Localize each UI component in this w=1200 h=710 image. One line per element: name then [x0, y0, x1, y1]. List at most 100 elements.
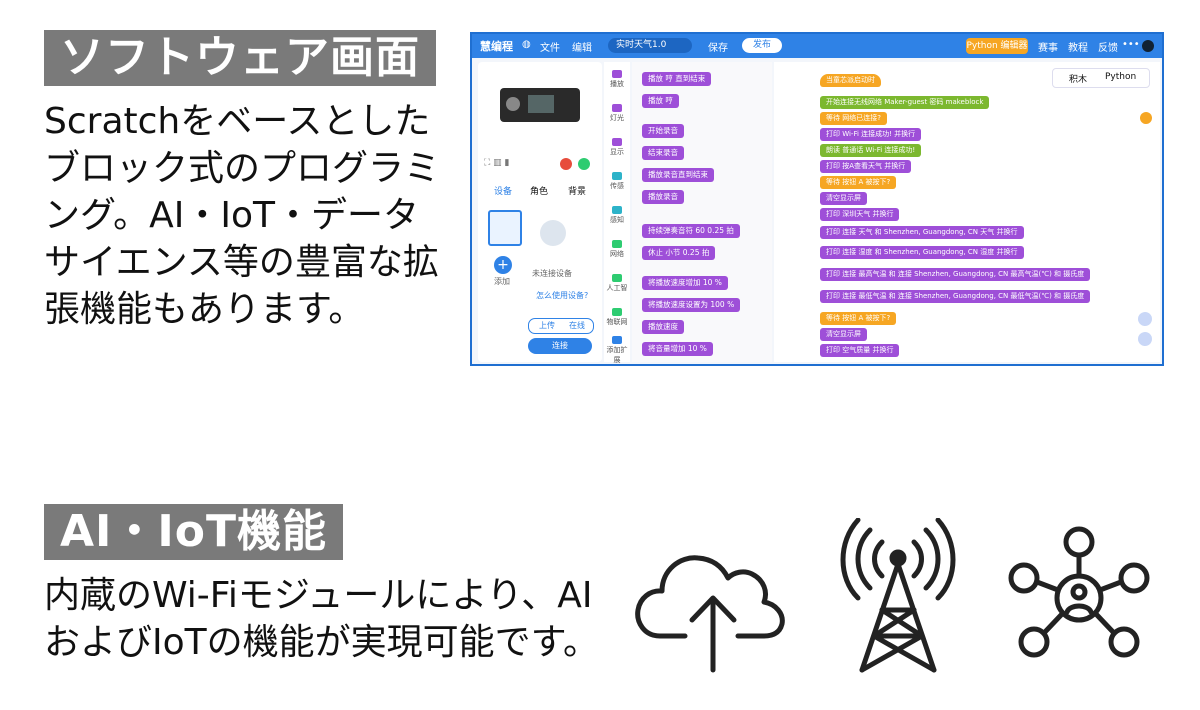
avatar[interactable]: [1142, 40, 1154, 52]
zoom-in-icon[interactable]: [1138, 312, 1152, 326]
script-block[interactable]: 开始连接无线网络 Maker-guest 密码 makeblock: [820, 96, 990, 109]
category-item[interactable]: 网络: [606, 240, 628, 259]
globe-icon[interactable]: ◍: [522, 39, 531, 50]
script-block[interactable]: 打印 Wi-Fi 连接成功! 并换行: [820, 128, 922, 141]
category-column: 播放 灯光 显示 传感 感知 网络 人工智 物联网 添加扩展: [604, 62, 630, 364]
category-item[interactable]: 人工智: [606, 274, 628, 293]
panda-mascot-icon: [540, 220, 566, 246]
palette-block[interactable]: 播放速度: [642, 320, 684, 334]
script-block[interactable]: 当童芯派启动时: [820, 74, 881, 87]
software-screenshot: 慧编程 ◍ 文件 编辑 实时天气1.0 保存 发布 Python 编辑器 赛事 …: [470, 32, 1164, 366]
hat-indicator-icon: [1140, 112, 1152, 124]
tab-blocks[interactable]: 积木: [1069, 75, 1088, 85]
palette-block[interactable]: 播放录音直到结束: [642, 168, 714, 182]
palette-block[interactable]: 播放 哼: [642, 94, 679, 108]
category-label: 传感: [610, 182, 624, 190]
block-palette: 播放 哼 直到结束 播放 哼 开始录音 结束录音 播放录音直到结束 播放录音 持…: [632, 62, 772, 362]
desc-line: Scratchをベースとした: [44, 101, 431, 142]
stage-controls[interactable]: ⛶ ▥ ▮: [484, 158, 510, 168]
save-button[interactable]: 保存: [708, 43, 728, 54]
add-label: 添加: [494, 277, 510, 286]
category-label: 显示: [610, 148, 624, 156]
code-view-tabs: 积木 Python: [1052, 68, 1150, 88]
script-block[interactable]: 打印 连接 最高气温 和 连接 Shenzhen, Guangdong, CN …: [820, 268, 1091, 281]
app-name: 慧编程: [480, 40, 513, 53]
category-item[interactable]: 灯光: [606, 104, 628, 123]
category-item[interactable]: 显示: [606, 138, 628, 157]
how-to-link[interactable]: 怎么使用设备?: [536, 291, 589, 300]
palette-block[interactable]: 持续弹奏音符 60 0.25 拍: [642, 224, 740, 238]
script-block[interactable]: 打印 连接 湿度 和 Shenzhen, Guangdong, CN 湿度 并换…: [820, 246, 1024, 259]
category-label: 灯光: [610, 114, 624, 122]
script-block[interactable]: 打印 深圳天气 并换行: [820, 208, 900, 221]
software-screen-heading: ソフトウェア画面: [44, 30, 436, 86]
category-label: 网络: [610, 250, 624, 258]
script-block[interactable]: 打印 连接 天气 和 Shenzhen, Guangdong, CN 天气 并换…: [820, 226, 1024, 239]
script-block[interactable]: 等待 网络已连接?: [820, 112, 887, 125]
panel-tabs: 设备 角色 背景: [484, 182, 600, 198]
script-block[interactable]: 打印 按A查看天气 并换行: [820, 160, 912, 173]
connect-button[interactable]: 连接: [528, 338, 592, 354]
file-menu[interactable]: 文件: [540, 43, 560, 54]
script-block[interactable]: 等待 按钮 A 被按下?: [820, 312, 897, 325]
category-item[interactable]: 物联网: [606, 308, 628, 327]
stop-button[interactable]: [560, 158, 572, 170]
mode-toggle[interactable]: 上传 在线: [528, 318, 594, 334]
palette-block[interactable]: 将播放速度设置为 100 %: [642, 298, 741, 312]
tutorial-menu[interactable]: 教程: [1068, 43, 1088, 54]
script-block[interactable]: 清空显示屏: [820, 192, 867, 205]
palette-block[interactable]: 结束录音: [642, 146, 684, 160]
ai-iot-description: 内蔵のWi-Fiモジュールにより、AI およびIoTの機能が実現可能です。: [44, 572, 614, 666]
add-device-button[interactable]: +: [494, 256, 512, 274]
tab-device[interactable]: 设备: [494, 187, 513, 197]
go-flag-button[interactable]: [578, 158, 590, 170]
cloud-upload-icon: [635, 555, 785, 673]
palette-block[interactable]: 播放 哼 直到结束: [642, 72, 712, 86]
desc-line: サイエンス等の豊富な拡: [44, 242, 439, 283]
feedback-menu[interactable]: 反馈: [1098, 43, 1118, 54]
share-button[interactable]: 发布: [742, 38, 782, 53]
network-user-icon: [1008, 526, 1150, 658]
tab-python[interactable]: Python: [1105, 72, 1137, 82]
category-label: 人工智: [606, 284, 628, 292]
script-block[interactable]: 打印 空气质量 并换行: [820, 344, 900, 357]
script-block[interactable]: 朗读 普通话 Wi-Fi 连接成功!: [820, 144, 922, 157]
category-label: 感知: [610, 216, 624, 224]
add-extension-button[interactable]: 添加扩展: [606, 336, 628, 364]
live-mode[interactable]: 在线: [569, 321, 585, 330]
palette-block[interactable]: 休止 小节 0.25 拍: [642, 246, 716, 260]
device-panel: ⛶ ▥ ▮ 设备 角色 背景 + 添加 未连接设备 怎么使用设备? 上传 在线 …: [478, 62, 602, 362]
script-block[interactable]: 打印 连接 最低气温 和 连接 Shenzhen, Guangdong, CN …: [820, 290, 1091, 303]
category-item[interactable]: 感知: [606, 206, 628, 225]
radio-tower-icon: [840, 518, 956, 673]
palette-block[interactable]: 将播放速度增加 10 %: [642, 276, 728, 290]
more-icon[interactable]: •••: [1122, 39, 1140, 50]
desc-line: およびIoTの機能が実現可能です。: [44, 622, 600, 663]
palette-block[interactable]: 开始录音: [642, 124, 684, 138]
category-item[interactable]: 传感: [606, 172, 628, 191]
python-editor-button[interactable]: Python 编辑器: [966, 38, 1028, 54]
desc-line: ング。AI・IoT・データ: [44, 195, 419, 236]
device-thumbnail[interactable]: [488, 210, 522, 246]
tab-background[interactable]: 背景: [568, 187, 587, 197]
palette-block[interactable]: 播放录音: [642, 190, 684, 204]
upload-mode[interactable]: 上传: [539, 321, 555, 330]
edit-menu[interactable]: 编辑: [572, 43, 592, 54]
desc-line: 張機能もあります。: [44, 289, 365, 330]
palette-block[interactable]: 将音量增加 10 %: [642, 342, 713, 356]
software-description: Scratchをベースとした ブロック式のプログラミ ング。AI・IoT・データ…: [44, 98, 444, 333]
category-item[interactable]: 播放: [606, 70, 628, 89]
ai-iot-heading: AI・IoT機能: [44, 504, 344, 560]
app-topbar: 慧编程 ◍ 文件 编辑 实时天气1.0 保存 发布 Python 编辑器 赛事 …: [472, 34, 1162, 58]
script-block[interactable]: 等待 按钮 A 被按下?: [820, 176, 897, 189]
category-label: 物联网: [606, 318, 628, 326]
contest-menu[interactable]: 赛事: [1038, 43, 1058, 54]
category-label: 播放: [610, 80, 624, 88]
no-device-label: 未连接设备: [532, 269, 572, 278]
project-name-input[interactable]: 实时天气1.0: [608, 38, 692, 53]
tab-sprite[interactable]: 角色: [530, 187, 549, 197]
device-image: [500, 88, 580, 122]
script-block[interactable]: 清空显示屏: [820, 328, 867, 341]
desc-line: ブロック式のプログラミ: [44, 148, 441, 189]
zoom-out-icon[interactable]: [1138, 332, 1152, 346]
